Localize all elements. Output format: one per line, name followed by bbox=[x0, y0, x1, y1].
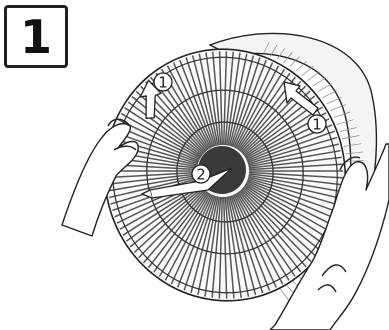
rim-stripe bbox=[322, 91, 336, 98]
rim-stripe bbox=[302, 66, 313, 75]
callout-1-left-label: 1 bbox=[158, 74, 168, 92]
rim-stripe bbox=[280, 289, 288, 300]
callout-1-right-label: 1 bbox=[312, 116, 322, 134]
rim-stripe bbox=[307, 72, 319, 81]
callout-1-right: 1 bbox=[308, 115, 326, 134]
callout-2: 2 bbox=[192, 165, 210, 184]
callout-2-label: 2 bbox=[196, 166, 206, 184]
callout-1-left: 1 bbox=[154, 73, 172, 92]
rim-stripe bbox=[318, 84, 332, 92]
rim-stripe bbox=[313, 78, 326, 86]
